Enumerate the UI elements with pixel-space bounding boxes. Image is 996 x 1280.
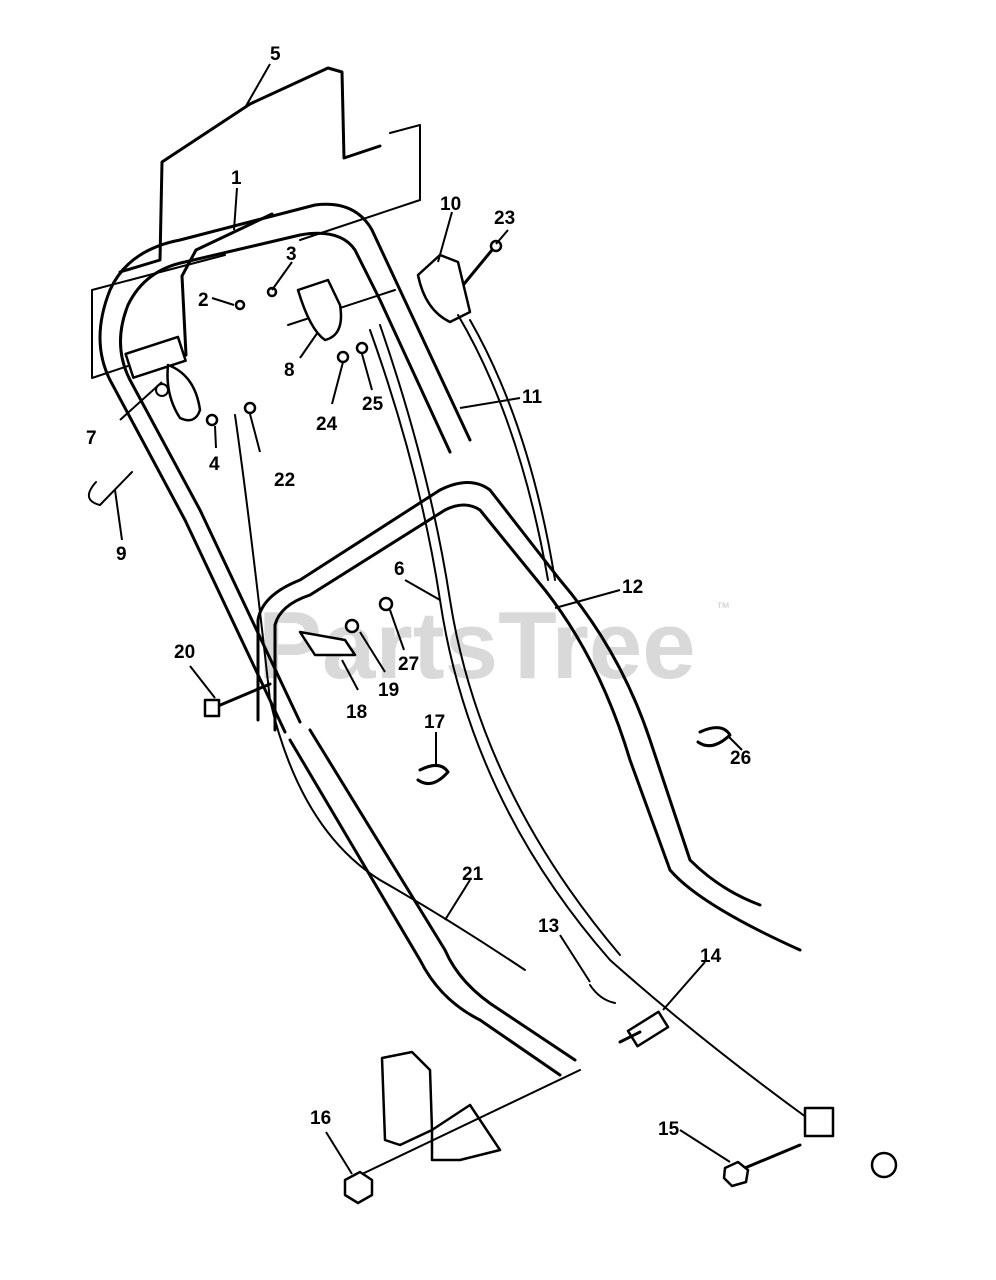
callout-17: 17 — [424, 712, 445, 733]
cam-part-8 — [296, 278, 343, 342]
leader-lines — [114, 63, 743, 1175]
callout-3: 3 — [286, 244, 297, 265]
sleeve-part-14 — [618, 1010, 670, 1048]
callout-12: 12 — [622, 577, 643, 598]
callout-8: 8 — [284, 360, 295, 381]
callout-labels: 5 1 3 2 4 7 8 9 10 23 11 12 6 20 18 19 2… — [86, 44, 751, 1140]
screw-part-23 — [462, 239, 503, 286]
cable-part-21 — [234, 414, 526, 971]
callout-7: 7 — [86, 428, 97, 449]
left-control-bracket — [124, 335, 202, 422]
callout-6: 6 — [394, 559, 405, 580]
callout-18: 18 — [346, 702, 367, 723]
callout-9: 9 — [116, 544, 127, 565]
small-hardware — [205, 286, 369, 427]
callout-4: 4 — [209, 454, 220, 475]
callout-16: 16 — [310, 1108, 331, 1129]
callout-5: 5 — [270, 44, 281, 65]
bolt-part-15 — [722, 1143, 802, 1188]
callout-15: 15 — [658, 1119, 680, 1140]
callout-25: 25 — [362, 394, 384, 415]
control-bail — [180, 212, 274, 357]
clip-part-17 — [416, 764, 450, 786]
callout-19: 19 — [378, 680, 399, 701]
upper-handle — [98, 202, 472, 734]
callout-10: 10 — [440, 194, 461, 215]
callout-20: 20 — [174, 642, 195, 663]
reference-plane — [91, 124, 421, 379]
callout-14: 14 — [700, 946, 722, 967]
cable-part-11 — [457, 314, 556, 581]
control-bail-upper — [118, 66, 382, 274]
callout-2: 2 — [198, 290, 209, 311]
lower-handle — [288, 728, 577, 1077]
callout-11: 11 — [522, 387, 543, 408]
nut-part-27 — [378, 596, 394, 612]
hook-part-9 — [88, 471, 133, 506]
washer-part-19 — [344, 618, 360, 634]
callout-23: 23 — [494, 208, 515, 229]
callout-26: 26 — [730, 748, 751, 769]
bolt-part-20 — [203, 682, 272, 718]
control-housing-part-10 — [416, 253, 472, 324]
nut-part-16 — [343, 1170, 374, 1205]
cable-end-bracket — [803, 1106, 898, 1179]
clip-part-26 — [696, 726, 732, 748]
cable-part-6 — [369, 324, 811, 1121]
callout-21: 21 — [462, 864, 484, 885]
callout-1: 1 — [231, 168, 242, 189]
callout-22: 22 — [274, 470, 295, 491]
callout-13: 13 — [538, 916, 559, 937]
callout-27: 27 — [398, 654, 419, 675]
clip-part-13 — [589, 984, 616, 1004]
callout-24: 24 — [316, 414, 338, 435]
mounting-bracket — [359, 1050, 581, 1176]
knob-part-18 — [298, 630, 357, 657]
watermark-trademark: ™ — [716, 599, 730, 615]
middle-handle — [256, 481, 802, 952]
